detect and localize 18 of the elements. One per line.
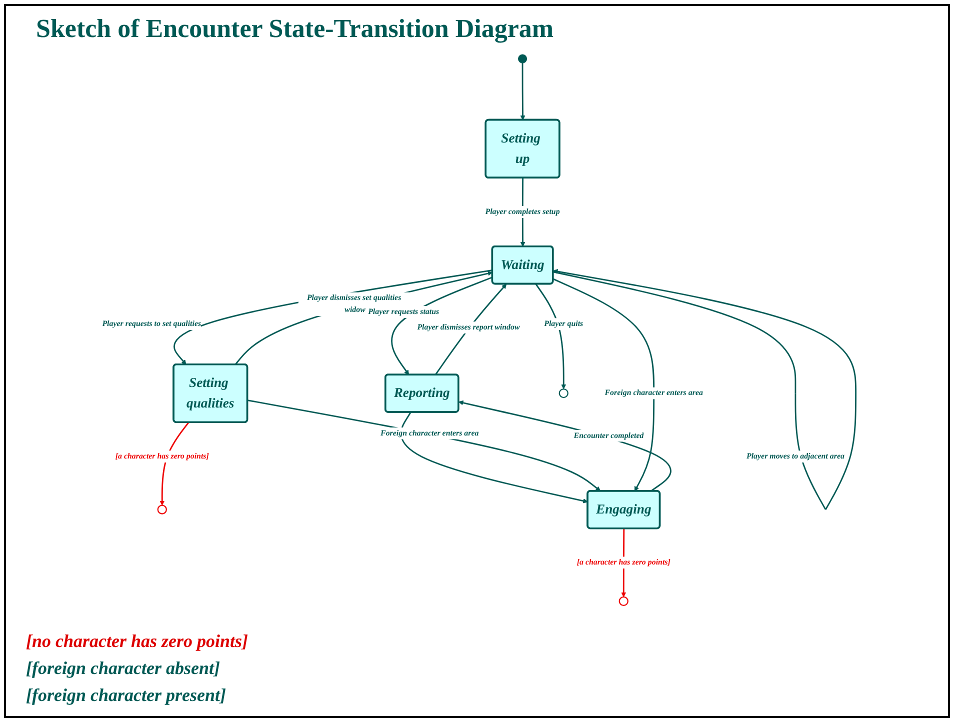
arrow [391,276,493,376]
arrow [234,270,493,366]
arrow [247,400,601,492]
node-circle [558,388,568,398]
node-circle [518,54,528,64]
node-circle [618,596,628,606]
arrow [535,284,566,390]
arrow [552,269,856,510]
guard-note: [no character has zero points] [26,631,250,652]
guard-note: [foreign character absent] [26,658,221,679]
node-circle [157,504,167,514]
arrow [458,400,672,492]
guard-note: [foreign character present] [26,685,227,706]
arrow [552,278,655,492]
arrow [400,412,588,504]
diagram-title: Sketch of Encounter State-Transition Diagram [36,14,554,44]
arrow [520,63,526,120]
arrow [434,284,507,376]
